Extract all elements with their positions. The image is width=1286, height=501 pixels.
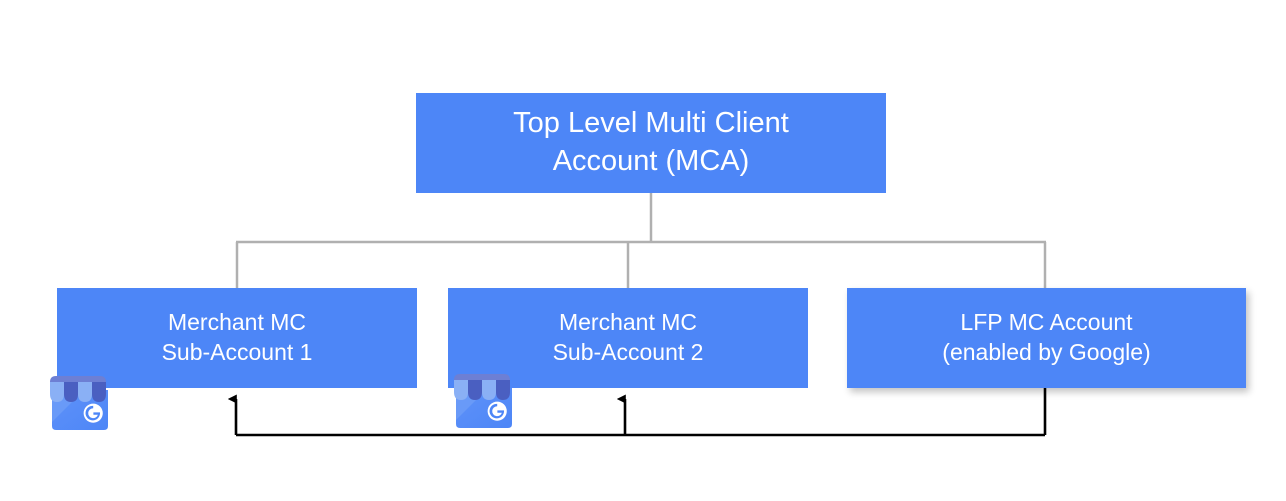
node-lfp-mc-account[interactable]: LFP MC Account (enabled by Google) bbox=[847, 288, 1246, 388]
node-lfp-mc-account-label: LFP MC Account (enabled by Google) bbox=[942, 309, 1151, 365]
node-merchant-mc-sub-account-1-label: Merchant MC Sub-Account 1 bbox=[161, 309, 313, 365]
google-business-profile-icon bbox=[454, 374, 512, 428]
node-top-level-mca-label: Top Level Multi Client Account (MCA) bbox=[513, 107, 789, 177]
node-merchant-mc-sub-account-1[interactable]: Merchant MC Sub-Account 1 bbox=[57, 288, 417, 388]
node-top-level-mca[interactable]: Top Level Multi Client Account (MCA) bbox=[416, 93, 886, 193]
google-business-profile-icon bbox=[50, 376, 108, 430]
node-merchant-mc-sub-account-2[interactable]: Merchant MC Sub-Account 2 bbox=[448, 288, 808, 388]
node-merchant-mc-sub-account-2-label: Merchant MC Sub-Account 2 bbox=[552, 309, 704, 365]
